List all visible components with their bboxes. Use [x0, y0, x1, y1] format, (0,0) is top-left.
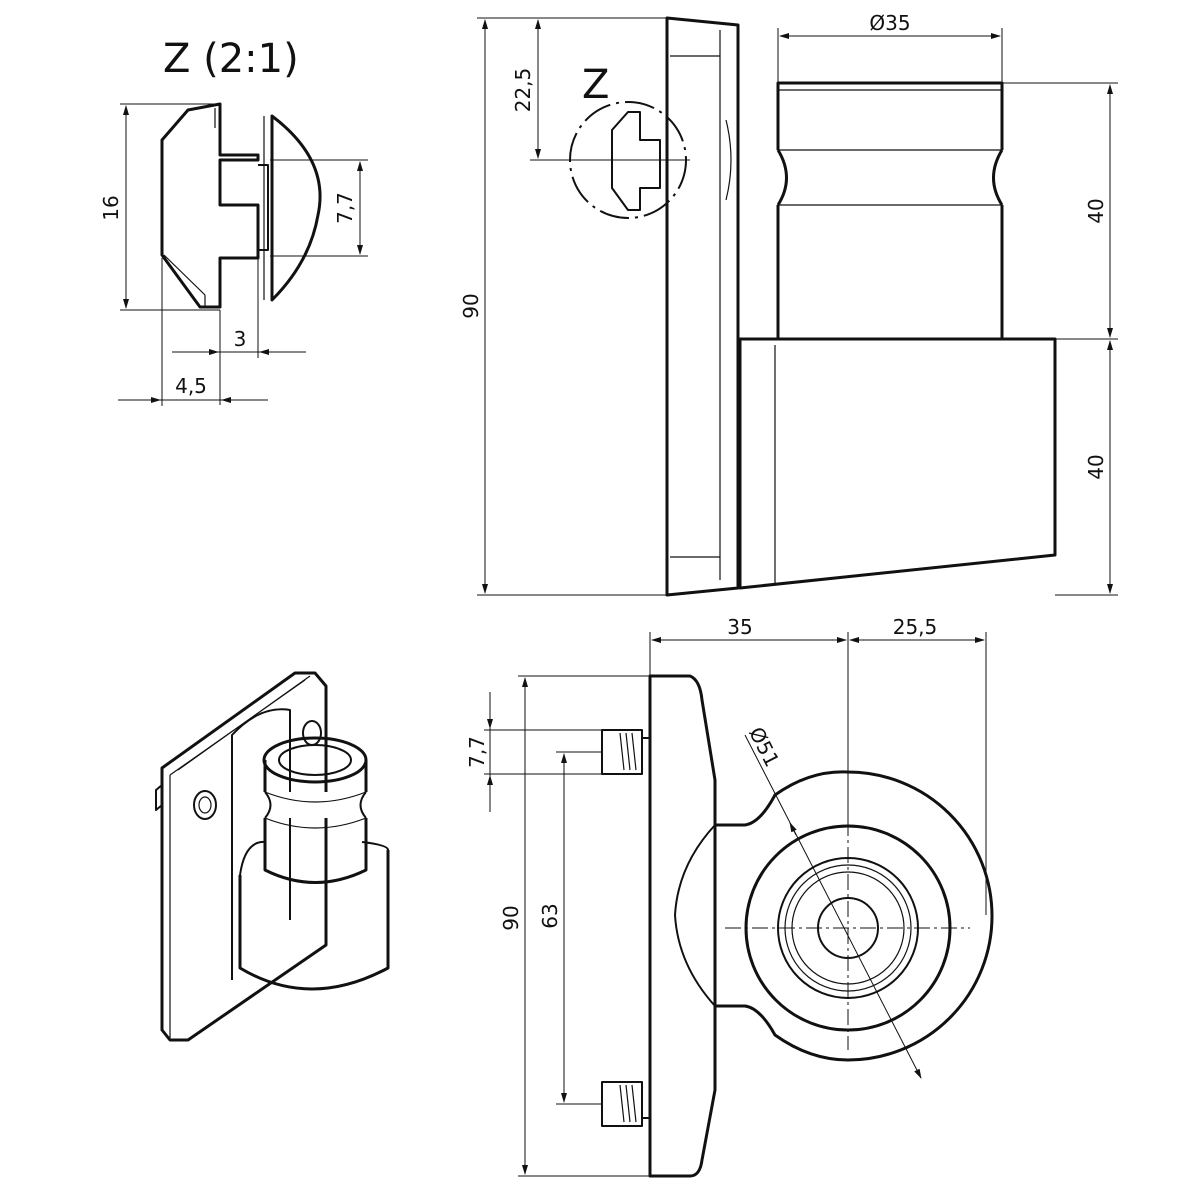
clip-stem [258, 164, 269, 251]
isometric-view [155, 671, 390, 1042]
dim-d51-line [744, 734, 922, 1079]
dim-90-label: 90 [459, 293, 483, 318]
clip-dome [270, 114, 322, 302]
iso-screw-right [302, 720, 322, 746]
dim-35-label: 35 [727, 615, 752, 639]
iso-screw-left [193, 790, 217, 820]
cylinder-groove [776, 149, 1004, 206]
front-plate [648, 674, 717, 1178]
iso-upper-groove [264, 791, 367, 819]
front-body-left-arc [674, 824, 716, 1007]
dim-40-lower-label: 40 [1084, 454, 1108, 479]
iso-cylinder-top [262, 736, 368, 784]
detail-z-clip [611, 111, 661, 211]
detail-z-view: Z (2:1) 16 7,7 3 4,5 [99, 36, 368, 406]
clip-profile [160, 102, 260, 309]
cylinder-body [776, 81, 1004, 341]
dim-d51-arrow-top [789, 822, 797, 836]
base-block [738, 337, 1057, 590]
plate-hole-hint [725, 119, 732, 201]
cylinder-groove-edges [778, 149, 1002, 206]
pin-knurl [619, 732, 637, 1123]
iso-plate-tab [155, 784, 163, 811]
dim-63-label: 63 [538, 903, 562, 928]
iso-base-cylinder [238, 850, 390, 991]
front-view: 35 25,5 Ø51 7,7 90 63 [465, 615, 994, 1178]
iso-upper-groove-rings [264, 791, 367, 829]
front-body-outline [715, 770, 994, 1062]
iso-bore-hidden [284, 744, 346, 753]
detail-z-marker: Z [582, 62, 609, 108]
iso-cylinder-bore [278, 744, 352, 776]
dim-255-label: 25,5 [893, 615, 938, 639]
side-view: Z 90 22,5 Ø35 40 40 [459, 11, 1118, 597]
dim-d35-label: Ø35 [869, 11, 910, 35]
iso-upper-cylinder [263, 760, 368, 884]
wall-plate [665, 16, 740, 597]
dim-16-label: 16 [99, 195, 123, 220]
dim-3-label: 3 [234, 327, 247, 351]
iso-screw-left-inner [198, 796, 212, 814]
dim-77f-label: 7,7 [465, 736, 489, 768]
dim-40-upper-label: 40 [1084, 198, 1108, 223]
iso-plate [160, 671, 328, 1042]
iso-plate-boss [231, 708, 291, 980]
plate-bevel-lines [670, 55, 720, 558]
detail-title: Z (2:1) [163, 36, 299, 82]
dim-90f-label: 90 [499, 905, 523, 930]
clip-edge-lines [163, 108, 216, 307]
dim-d51-label: Ø51 [744, 723, 784, 771]
dim-225-label: 22,5 [511, 68, 535, 113]
dim-45-label: 4,5 [175, 374, 207, 398]
dim-77-label: 7,7 [333, 192, 357, 224]
